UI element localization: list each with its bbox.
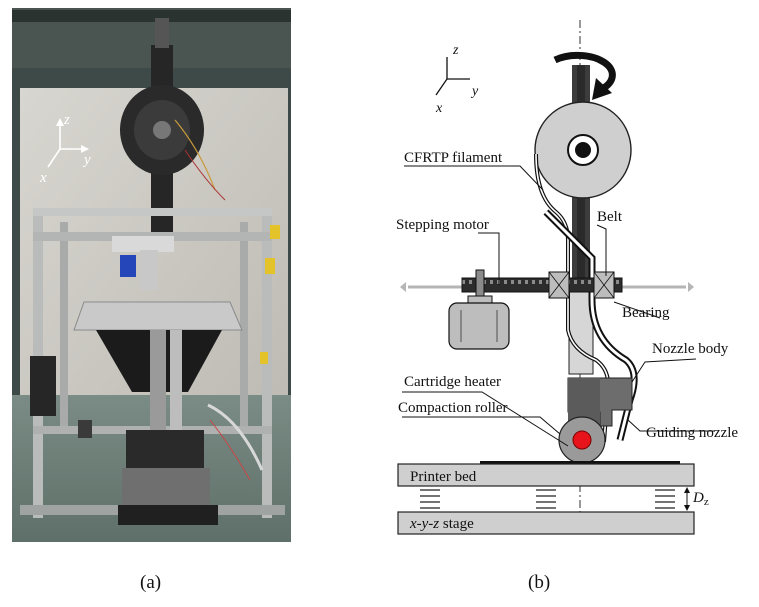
stepping-motor	[448, 269, 510, 350]
panel-label-b: (b)	[528, 572, 551, 593]
bed-springs	[420, 489, 675, 509]
label-xyz-stage: x-y-z stage	[409, 516, 474, 532]
schematic-axis-y: y	[470, 84, 479, 99]
label-dz: Dz	[692, 490, 709, 508]
filament-spool	[534, 101, 632, 199]
xyz-stage	[397, 511, 695, 535]
rotation-arrow	[553, 51, 616, 100]
label-guiding-nozzle: Guiding nozzle	[646, 425, 738, 441]
photo-axis-x: x	[39, 170, 47, 186]
label-belt: Belt	[597, 209, 623, 225]
printer-bed	[397, 463, 695, 487]
printer-photo	[12, 8, 291, 542]
deposited-layer	[480, 461, 680, 464]
panel-label-a: (a)	[140, 572, 162, 593]
timing-belt	[461, 277, 623, 293]
label-nozzle-body: Nozzle body	[652, 341, 729, 357]
label-cartridge-heater: Cartridge heater	[404, 374, 501, 390]
photo-axis-y: y	[82, 152, 91, 168]
schematic-axes: z y x	[435, 43, 479, 116]
label-xyz-stage-italic: x-y-z	[409, 516, 439, 532]
label-xyz-stage-rest: stage	[439, 516, 474, 532]
label-dz-sub: z	[704, 496, 709, 508]
photo-axis-z: z	[63, 112, 70, 128]
schematic-labels: CFRTP filament Belt Stepping motor Beari…	[396, 150, 738, 532]
cartridge-heater	[572, 430, 592, 450]
label-stepping-motor: Stepping motor	[396, 217, 489, 233]
label-printer-bed: Printer bed	[410, 469, 477, 485]
label-bearing: Bearing	[622, 305, 670, 321]
leader-lines	[402, 165, 715, 447]
photo-axes: z y x	[39, 112, 91, 186]
label-compaction-roller: Compaction roller	[398, 400, 508, 416]
label-cfrtp-filament: CFRTP filament	[404, 150, 503, 166]
schematic-axis-x: x	[435, 101, 443, 116]
dz-dimension	[684, 487, 690, 511]
label-dz-main: D	[692, 490, 704, 506]
schematic-axis-z: z	[452, 43, 459, 58]
